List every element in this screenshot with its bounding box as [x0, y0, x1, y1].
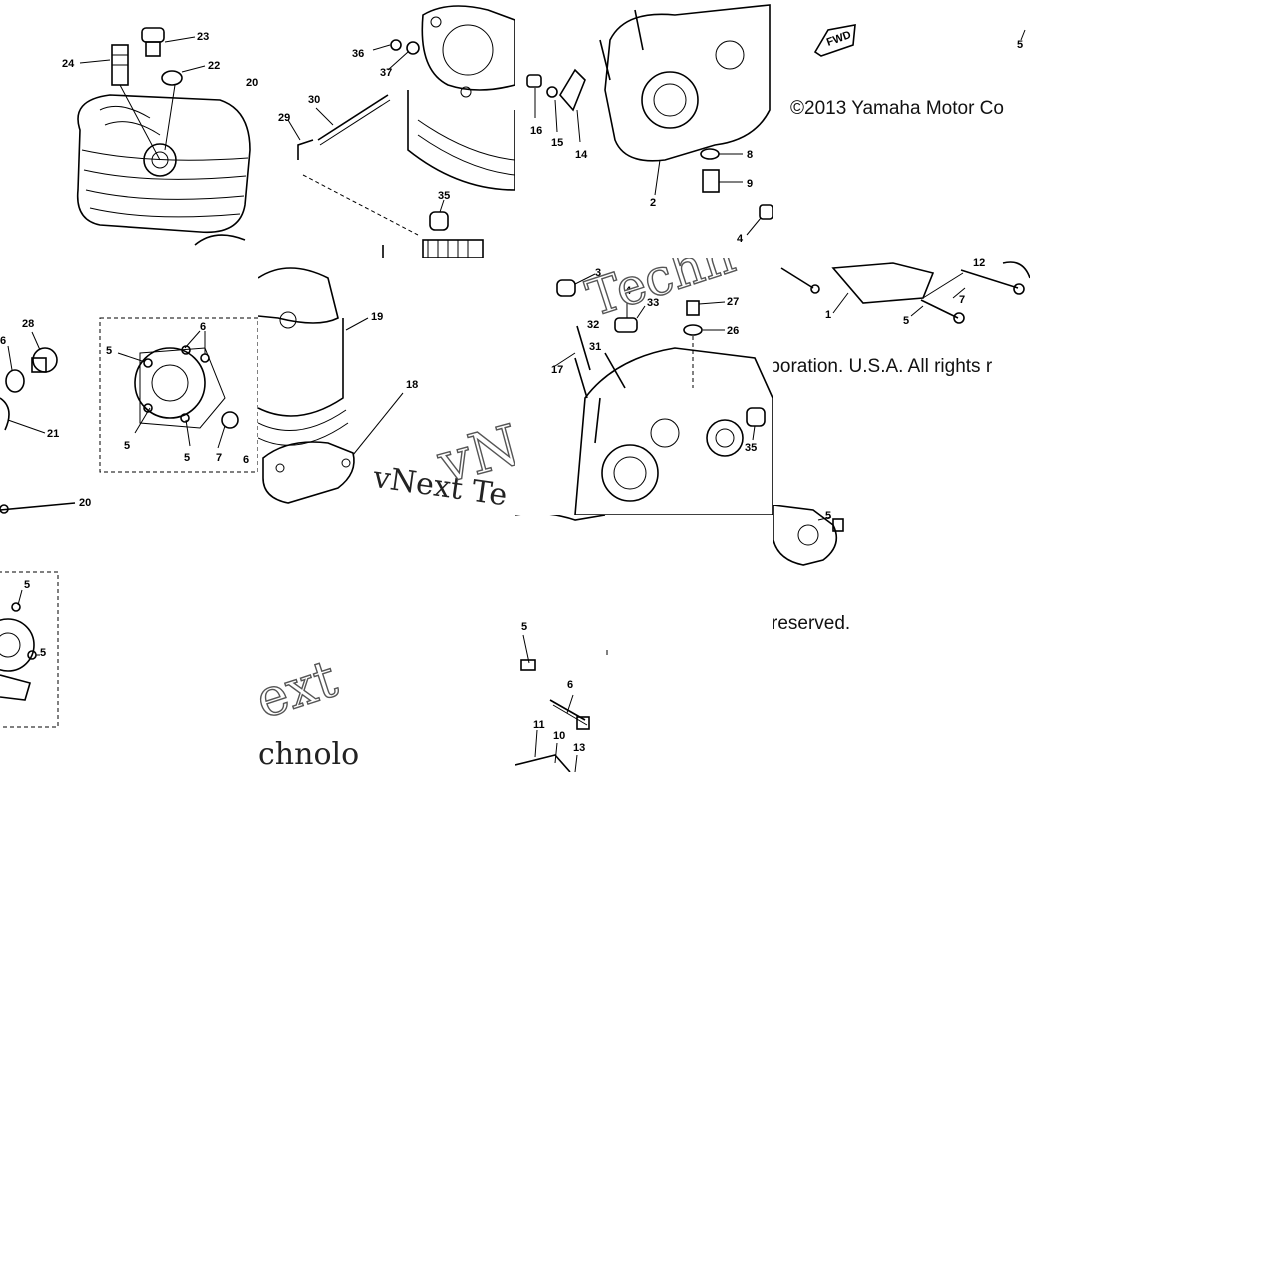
callout-11: 11 [533, 719, 545, 731]
water-pump-drawing: 5 [773, 505, 844, 566]
callout-13: 13 [573, 742, 585, 754]
callout-12: 12 [973, 258, 985, 269]
callout-2: 2 [650, 197, 656, 209]
callout-6-box: 6 [200, 321, 206, 333]
watermark-panel: ext chnolo [258, 515, 361, 772]
callout-30: 30 [308, 94, 320, 106]
callout-14: 14 [575, 149, 588, 161]
callout-33: 33 [647, 297, 659, 309]
oil-seal-panel: 6 28 21 20 5 6 5 5 7 6 [0, 258, 258, 515]
callout-1: 1 [825, 309, 831, 321]
callout-15: 15 [551, 137, 563, 149]
copyright-panel-top: FWD 5 ©2013 Yamaha Motor Co [773, 0, 1030, 258]
callout-5-box-c: 5 [184, 452, 190, 464]
crankcase-right-drawing: 3 34 33 27 32 26 31 17 35 [551, 267, 773, 515]
callout-20-top: 20 [246, 77, 258, 89]
callout-5-lower-a: 5 [24, 579, 30, 591]
water-pump-panel: 5 reserved. [773, 505, 1030, 645]
callout-31: 31 [589, 341, 601, 353]
callout-6-box-b: 6 [243, 454, 249, 466]
callout-5-box-a: 5 [106, 345, 112, 357]
callout-18: 18 [406, 379, 418, 391]
callout-7-box: 7 [216, 452, 222, 464]
copyright-line-1: ©2013 Yamaha Motor Co [790, 98, 1004, 119]
copyright-line-2: rporation. U.S.A. All rights r [773, 356, 993, 377]
callout-23: 23 [197, 31, 209, 43]
callout-37: 37 [380, 67, 392, 79]
callout-5-lower-b: 5 [40, 647, 46, 659]
callout-10: 10 [553, 730, 565, 742]
crankcase-right-panel: 3 34 33 27 32 26 31 17 35 Techn [515, 258, 773, 515]
cylinder-head-drawing: 24 23 22 20 [62, 27, 258, 246]
crankcase-left-drawing: 16 15 14 8 9 2 4 [526, 4, 773, 245]
callout-19: 19 [371, 311, 383, 323]
callout-17: 17 [551, 364, 563, 376]
bolts-drawing: 12 7 1 5 [780, 258, 1030, 327]
cover-drawing: 5 5 [0, 571, 59, 728]
callout-35-top: 35 [438, 190, 450, 202]
callout-5-box-b: 5 [124, 440, 130, 452]
fwd-arrow-icon: FWD 5 [813, 24, 1026, 57]
callout-5: 5 [903, 315, 909, 327]
callout-20: 20 [79, 497, 91, 509]
watermark-ext: ext [258, 648, 345, 732]
callout-4: 4 [737, 233, 744, 245]
callout-27: 27 [727, 296, 739, 308]
cylinder-top-panel: 36 37 30 29 35 [258, 0, 515, 258]
cylinder-body-drawing: 19 18 [258, 267, 418, 504]
cylinder-body-panel: 19 18 vNext Te vNe [258, 258, 515, 515]
callout-24: 24 [62, 58, 75, 70]
callout-5-pump: 5 [521, 621, 527, 633]
callout-5-water: 5 [825, 510, 831, 522]
pump-panel: 5 6 11 10 13 [515, 515, 773, 772]
bolts-panel: 12 7 1 5 rporation. U.S.A. All rights r [773, 258, 1030, 515]
watermark-chnolo: chnolo [258, 737, 360, 772]
callout-29: 29 [278, 112, 290, 124]
callout-7: 7 [959, 294, 965, 306]
callout-35: 35 [745, 442, 757, 454]
cylinder-head-panel: 24 23 22 20 [0, 0, 258, 258]
callout-6-pump: 6 [567, 679, 573, 691]
callout-32: 32 [587, 319, 599, 331]
cover-panel: 5 5 [0, 515, 258, 772]
callout-8: 8 [747, 149, 753, 161]
callout-16: 16 [530, 125, 542, 137]
callout-36: 36 [352, 48, 364, 60]
callout-9: 9 [747, 178, 753, 190]
oil-seal-drawing: 6 28 21 20 5 6 5 5 7 6 [0, 317, 258, 514]
callout-26: 26 [727, 325, 739, 337]
callout-3: 3 [595, 267, 601, 279]
copyright-line-3: reserved. [773, 613, 851, 634]
callout-21: 21 [47, 428, 59, 440]
pump-drawing: 5 6 11 10 13 [515, 515, 608, 772]
callout-34: 34 [619, 285, 632, 297]
cylinder-top-drawing: 36 37 30 29 35 [278, 5, 515, 258]
callout-28: 28 [22, 318, 34, 330]
svg-text:5: 5 [1017, 39, 1023, 51]
crankcase-left-panel: 16 15 14 8 9 2 4 [515, 0, 773, 258]
callout-22: 22 [208, 60, 220, 72]
callout-6-left: 6 [0, 335, 6, 347]
